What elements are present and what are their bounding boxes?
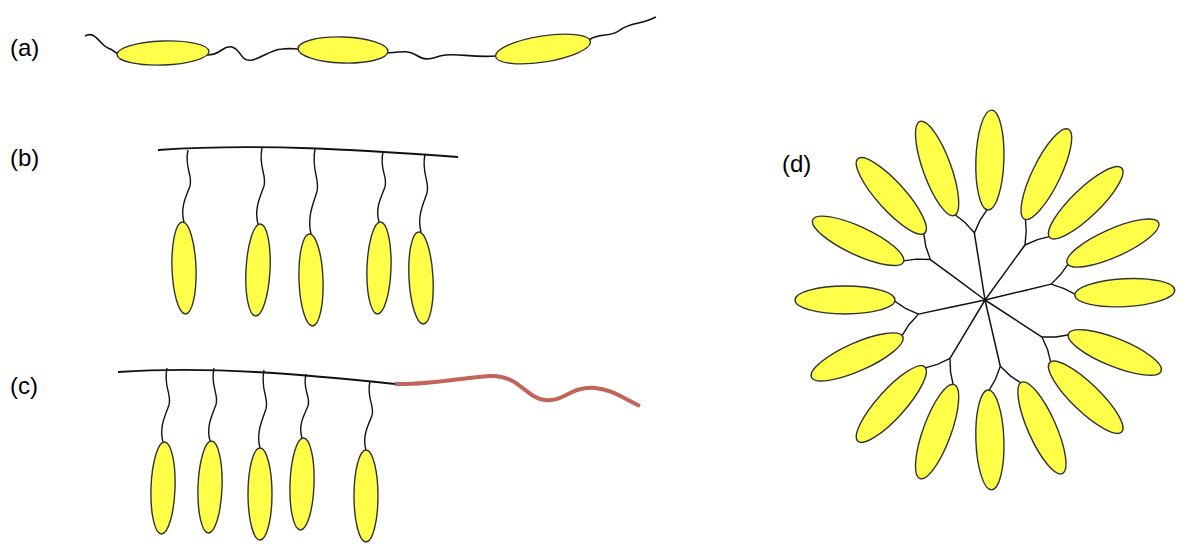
spacer [259,370,267,448]
panel-label: (b) [10,146,39,170]
branch [988,366,1000,392]
mesogen [1009,377,1075,480]
spacer [387,52,496,59]
mesogen [795,286,895,314]
branch [985,300,1042,337]
mesogen [907,117,968,221]
panel-label: (a) [10,36,39,60]
spacer [589,17,656,40]
spacer [85,35,120,55]
spacer [301,374,309,438]
spacer [209,368,217,441]
branch [1000,366,1022,384]
spacer [365,381,373,450]
spacer [378,152,386,222]
branch [974,233,985,300]
backbone [158,147,458,157]
mesogen [407,231,436,324]
branch [902,259,931,261]
mesogen [117,39,210,66]
mesogen [365,222,392,315]
mesogen [494,29,593,70]
spacer [207,47,299,60]
spacer [162,368,170,442]
branch [1042,334,1070,337]
mesogen [248,448,272,540]
branch [985,284,1051,300]
branch [923,358,950,368]
spacer [257,148,265,224]
mesogen [1074,276,1175,309]
branch [1025,236,1051,245]
mesogen [149,442,176,535]
dendrimer [795,110,1175,491]
branch [950,358,954,386]
mesogen [1062,210,1165,276]
branch [901,314,919,337]
branch [1051,284,1077,295]
branch [974,208,988,233]
mesogen-group-a [117,29,593,70]
mesogen [196,441,223,534]
mesogen [847,358,935,451]
side-chains [149,148,435,542]
flexible-block [395,376,640,406]
branch [1042,337,1051,364]
mesogen [298,35,389,64]
branch [954,214,975,233]
branch [923,232,930,260]
branch [1051,263,1069,285]
branch [950,300,985,358]
mesogen [806,324,909,390]
mesogen [244,223,273,316]
branch [1025,217,1026,245]
panel-label: (c) [10,374,38,398]
spacer [310,149,318,234]
branch [985,300,1000,366]
branch [930,260,985,300]
backbone [118,370,395,384]
mesogen [354,450,378,542]
mesogen [297,234,324,327]
spacer [183,150,191,222]
mesogen [974,389,1005,490]
mesogen [974,110,1005,211]
branch [918,300,985,314]
spacer [420,154,428,232]
mesogen [170,222,197,315]
panel-label: (d) [782,152,811,176]
branch [893,300,918,314]
mesogen [288,438,315,531]
